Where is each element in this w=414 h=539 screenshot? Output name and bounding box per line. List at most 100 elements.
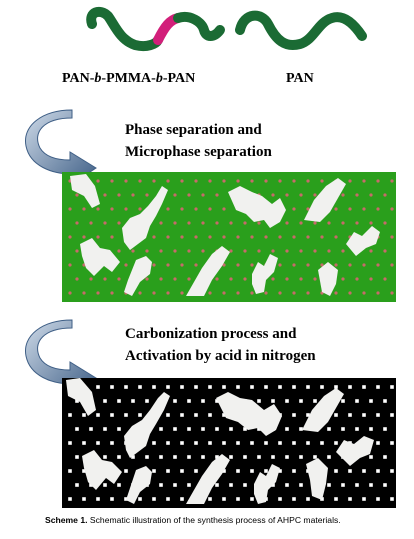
carbon-dot (390, 469, 394, 473)
carbon-dot (103, 427, 107, 431)
matrix-dot (103, 221, 107, 225)
matrix-dot (313, 277, 317, 281)
carbon-dot (173, 455, 177, 459)
matrix-dot (390, 291, 394, 295)
matrix-dot (138, 291, 142, 295)
carbon-dot (194, 469, 198, 473)
pore (304, 178, 346, 222)
carbon-dot (334, 441, 338, 445)
matrix-dot (173, 277, 177, 281)
matrix-dot (180, 291, 184, 295)
carbon-dot (173, 427, 177, 431)
carbon-dot (110, 413, 114, 417)
carbon-dot (222, 385, 226, 389)
carbon-dot (362, 385, 366, 389)
carbon-dot (369, 427, 373, 431)
carbon-dot (376, 441, 380, 445)
carbon-dot (390, 497, 394, 501)
carbon-dot (327, 483, 331, 487)
carbon-dot (278, 441, 282, 445)
carbon-dot (292, 497, 296, 501)
pan-block-right (173, 12, 225, 41)
carbon-dot (138, 497, 142, 501)
matrix-dot (292, 207, 296, 211)
carbon-dot (208, 385, 212, 389)
carbon-dot (131, 455, 135, 459)
matrix-dot (236, 235, 240, 239)
carbon-dot (124, 385, 128, 389)
matrix-dot (250, 179, 254, 183)
matrix-dot (271, 249, 275, 253)
carbon-dot (264, 469, 268, 473)
matrix-dot (264, 235, 268, 239)
carbon-dot (236, 469, 240, 473)
matrix-dot (110, 179, 114, 183)
carbon-dot (117, 399, 121, 403)
matrix-dot (341, 221, 345, 225)
carbon-dot (222, 441, 226, 445)
carbon-dot (208, 441, 212, 445)
carbon-dot (313, 455, 317, 459)
matrix-dot (180, 207, 184, 211)
matrix-dot (187, 193, 191, 197)
matrix-dot (222, 291, 226, 295)
carbon-dot (180, 497, 184, 501)
carbon-dot (390, 441, 394, 445)
carbon-dot (299, 427, 303, 431)
matrix-dot (278, 179, 282, 183)
matrix-dot (180, 263, 184, 267)
pan-block-left (86, 6, 163, 52)
pore (82, 450, 122, 490)
carbon-dot (250, 385, 254, 389)
carbon-dot (229, 455, 233, 459)
pore (318, 262, 338, 296)
matrix-dot (348, 207, 352, 211)
carbon-dot (250, 469, 254, 473)
carbon-dot (250, 497, 254, 501)
pore (126, 466, 152, 504)
matrix-dot (222, 235, 226, 239)
carbon-dot (292, 413, 296, 417)
matrix-dot (208, 207, 212, 211)
carbon-dot (82, 441, 86, 445)
carbon-dot (264, 441, 268, 445)
matrix-dot (390, 263, 394, 267)
matrix-dot (236, 291, 240, 295)
matrix-dot (194, 179, 198, 183)
carbon-dot (117, 427, 121, 431)
matrix-dot (201, 221, 205, 225)
matrix-dot (306, 207, 310, 211)
matrix-dot (159, 277, 163, 281)
matrix-dot (383, 193, 387, 197)
copolymer-label-block-marker: b (155, 71, 163, 86)
matrix-dot (257, 221, 261, 225)
carbon-dot (383, 483, 387, 487)
pore (252, 254, 278, 294)
matrix-dot (390, 179, 394, 183)
matrix-dot (208, 179, 212, 183)
carbon-dot (103, 483, 107, 487)
matrix-dot (173, 221, 177, 225)
carbon-dot (369, 455, 373, 459)
matrix-dot (117, 221, 121, 225)
matrix-dot (236, 263, 240, 267)
carbon-dot (215, 399, 219, 403)
carbon-dot (159, 427, 163, 431)
carbon-dot (334, 385, 338, 389)
matrix-dot (75, 249, 79, 253)
matrix-dot (362, 291, 366, 295)
carbon-dot (376, 469, 380, 473)
carbon-dot (187, 455, 191, 459)
matrix-dot (299, 249, 303, 253)
matrix-dot (355, 193, 359, 197)
carbon-dot (82, 469, 86, 473)
step-1-line-2: Microphase separation (125, 144, 272, 160)
matrix-dot (348, 179, 352, 183)
matrix-dot (313, 221, 317, 225)
pore (186, 454, 230, 504)
step-1-text: Phase separation and Microphase separati… (125, 119, 272, 163)
carbon-dot (117, 455, 121, 459)
copolymer-label-part: -PMMA- (101, 71, 156, 86)
matrix-dot (250, 235, 254, 239)
carbon-dot (110, 385, 114, 389)
